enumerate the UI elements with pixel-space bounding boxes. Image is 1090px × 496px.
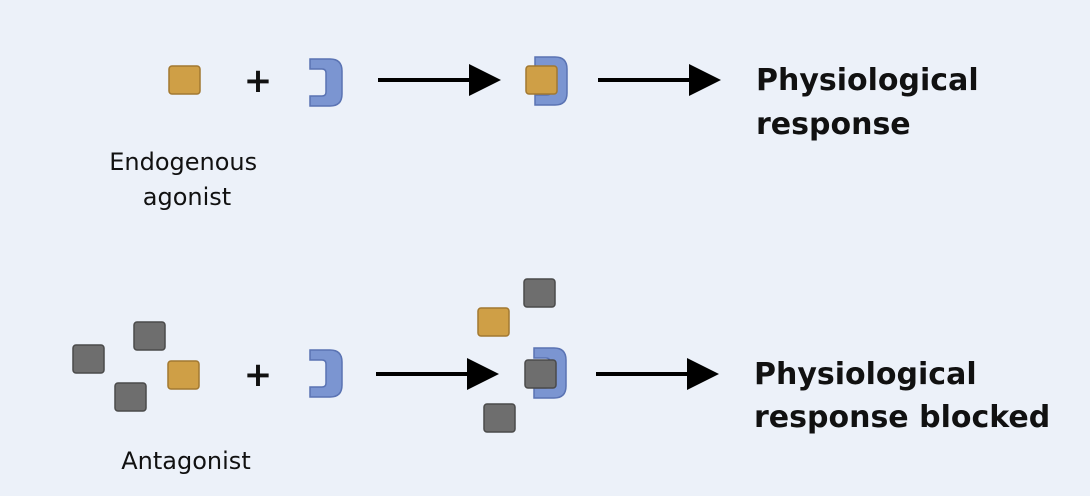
agonist-molecule [168,65,201,95]
result-label: Physiological response [756,63,989,142]
receptor [309,349,343,398]
agonist-molecule [167,360,200,390]
receptor [309,58,343,107]
antagonist-molecule [72,344,105,374]
antagonist-molecule [524,359,557,389]
antagonist-molecule [483,403,516,433]
antagonist-molecule [114,382,147,412]
caption-label: Antagonist [121,447,250,475]
row-agonist: + Physiological response Endogenous agon… [109,56,989,211]
agonist-molecule [525,65,558,95]
antagonist-molecule [133,321,166,351]
plus-sign: + [244,355,273,395]
antagonist-receptor-complex [477,278,567,433]
agonist-molecule [477,307,510,337]
result-label: Physiological response blocked [754,357,1050,435]
agonist-receptor-complex [525,56,568,106]
caption-label: Endogenous agonist [109,148,265,211]
row-antagonist: + Physiological response blocked Antagon… [72,278,1050,475]
antagonist-molecule [523,278,556,308]
plus-sign: + [244,61,273,101]
